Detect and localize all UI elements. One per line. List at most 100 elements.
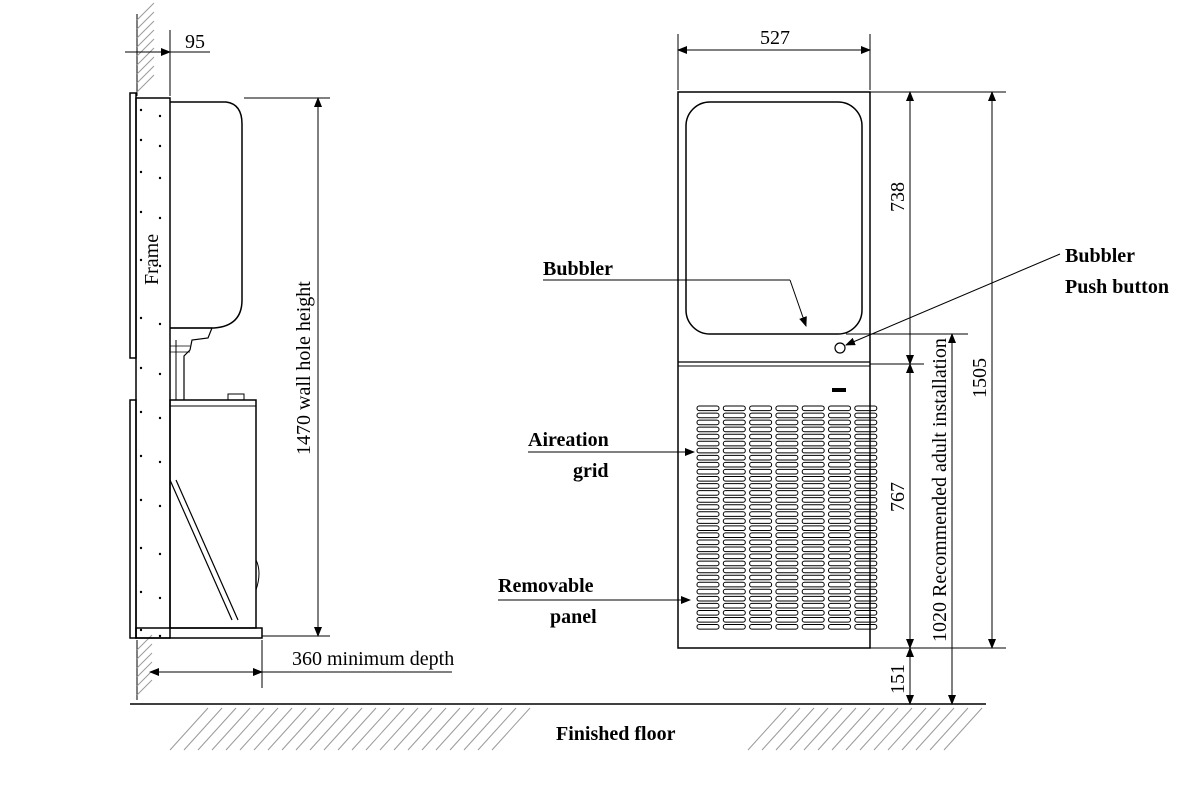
grid-slot: [696, 610, 720, 616]
dim-527-label: 527: [760, 27, 790, 49]
grid-slot: [775, 539, 799, 546]
rivet-dot: [139, 498, 143, 502]
grid-slot: [696, 405, 720, 412]
rivet-dot: [158, 216, 162, 220]
front-outline: [677, 91, 871, 649]
grid-slot: [749, 546, 773, 553]
grid-slot: [722, 511, 746, 517]
hatch-line: [323, 707, 363, 751]
grid-slot: [854, 504, 878, 510]
grid-slot: [775, 483, 799, 489]
rivet-dot: [139, 210, 143, 214]
grid-slot: [722, 602, 746, 609]
hatch-line: [239, 707, 279, 751]
hatch-line: [183, 707, 223, 751]
grid-slot: [696, 617, 720, 623]
grid-slot: [722, 454, 746, 461]
grid-slot: [801, 574, 825, 581]
rivet-dot: [139, 628, 143, 632]
logo-mark: [832, 388, 846, 392]
bowl: [685, 101, 863, 335]
grid-slot: [828, 405, 851, 412]
bowl-profile: [170, 101, 243, 329]
grid-slot: [696, 419, 720, 426]
bubbler-neck: [170, 327, 213, 400]
grid-slot: [722, 595, 746, 602]
grid-slot: [828, 461, 851, 468]
hatch-line: [136, 47, 155, 66]
grid-slot: [828, 497, 851, 503]
grid-slot: [801, 560, 825, 567]
grid-slot: [749, 454, 773, 461]
grid-slot: [775, 525, 799, 532]
callout-push-button: Bubbler Push button: [845, 245, 1169, 346]
grid-slot: [696, 546, 720, 553]
grid-slot: [696, 567, 720, 574]
rivet-dot: [139, 316, 143, 320]
hatch-line: [831, 707, 871, 751]
grid-slot: [801, 518, 825, 524]
grid-slot: [749, 610, 773, 616]
grid-slot: [801, 426, 825, 433]
grid-slot: [749, 581, 773, 588]
grid-slot: [696, 560, 720, 567]
grid-slot: [775, 567, 799, 574]
dim-wall-hole-height: 1470 wall hole height: [244, 97, 330, 637]
grid-slot: [749, 497, 773, 503]
base-plate: [135, 627, 263, 639]
grid-slot: [854, 539, 878, 546]
rivet-dot: [158, 634, 162, 638]
hatch-line: [309, 707, 349, 751]
grid-slot: [775, 433, 799, 440]
grid-slot: [854, 454, 878, 461]
hatch-line: [435, 707, 475, 751]
grid-slot: [775, 447, 799, 454]
grid-slot: [722, 447, 746, 454]
hatch-line: [211, 707, 251, 751]
grid-slot: [749, 433, 773, 440]
grid-slot: [775, 624, 799, 630]
grid-slot: [828, 595, 851, 602]
grid-slot: [854, 574, 878, 581]
grid-slot: [775, 426, 799, 433]
grid-slot: [749, 567, 773, 574]
hatch-line: [337, 707, 377, 751]
grid-slot: [854, 511, 878, 517]
grid-slot: [854, 490, 878, 496]
grid-slot: [828, 553, 851, 560]
grid-slot: [775, 532, 799, 539]
grid-slot: [801, 511, 825, 517]
grid-slot: [696, 602, 720, 609]
rivet-dot: [158, 596, 162, 600]
grid-slot: [696, 468, 720, 475]
grid-slot: [854, 518, 878, 524]
grid-slot: [854, 440, 878, 447]
grid-slot: [696, 497, 720, 503]
grid-slot: [801, 419, 825, 426]
grid-slot: [749, 588, 773, 595]
rivet-dot: [139, 546, 143, 550]
aeration-label-2: grid: [573, 460, 609, 482]
grid-slot: [854, 581, 878, 588]
grid-slot: [801, 539, 825, 546]
grid-slot: [801, 447, 825, 454]
grid-slot: [749, 419, 773, 426]
grid-slot: [828, 525, 851, 532]
hatch-line: [901, 707, 941, 751]
grid-slot: [801, 588, 825, 595]
frame-brace: [169, 479, 233, 621]
rivet-dot: [139, 108, 143, 112]
grid-slot: [801, 490, 825, 496]
hatch-line: [477, 707, 517, 751]
grid-slot: [722, 504, 746, 510]
dim-unit-width: 527: [677, 27, 871, 90]
grid-slot: [801, 595, 825, 602]
grid-slot: [775, 461, 799, 468]
hatch-line: [136, 661, 153, 678]
grid-slot: [749, 525, 773, 532]
grid-slot: [828, 468, 851, 475]
grid-slot: [828, 581, 851, 588]
push-button-label-1: Bubbler: [1065, 245, 1135, 267]
hatch-line: [747, 707, 787, 751]
dim-151: 151: [887, 647, 914, 705]
